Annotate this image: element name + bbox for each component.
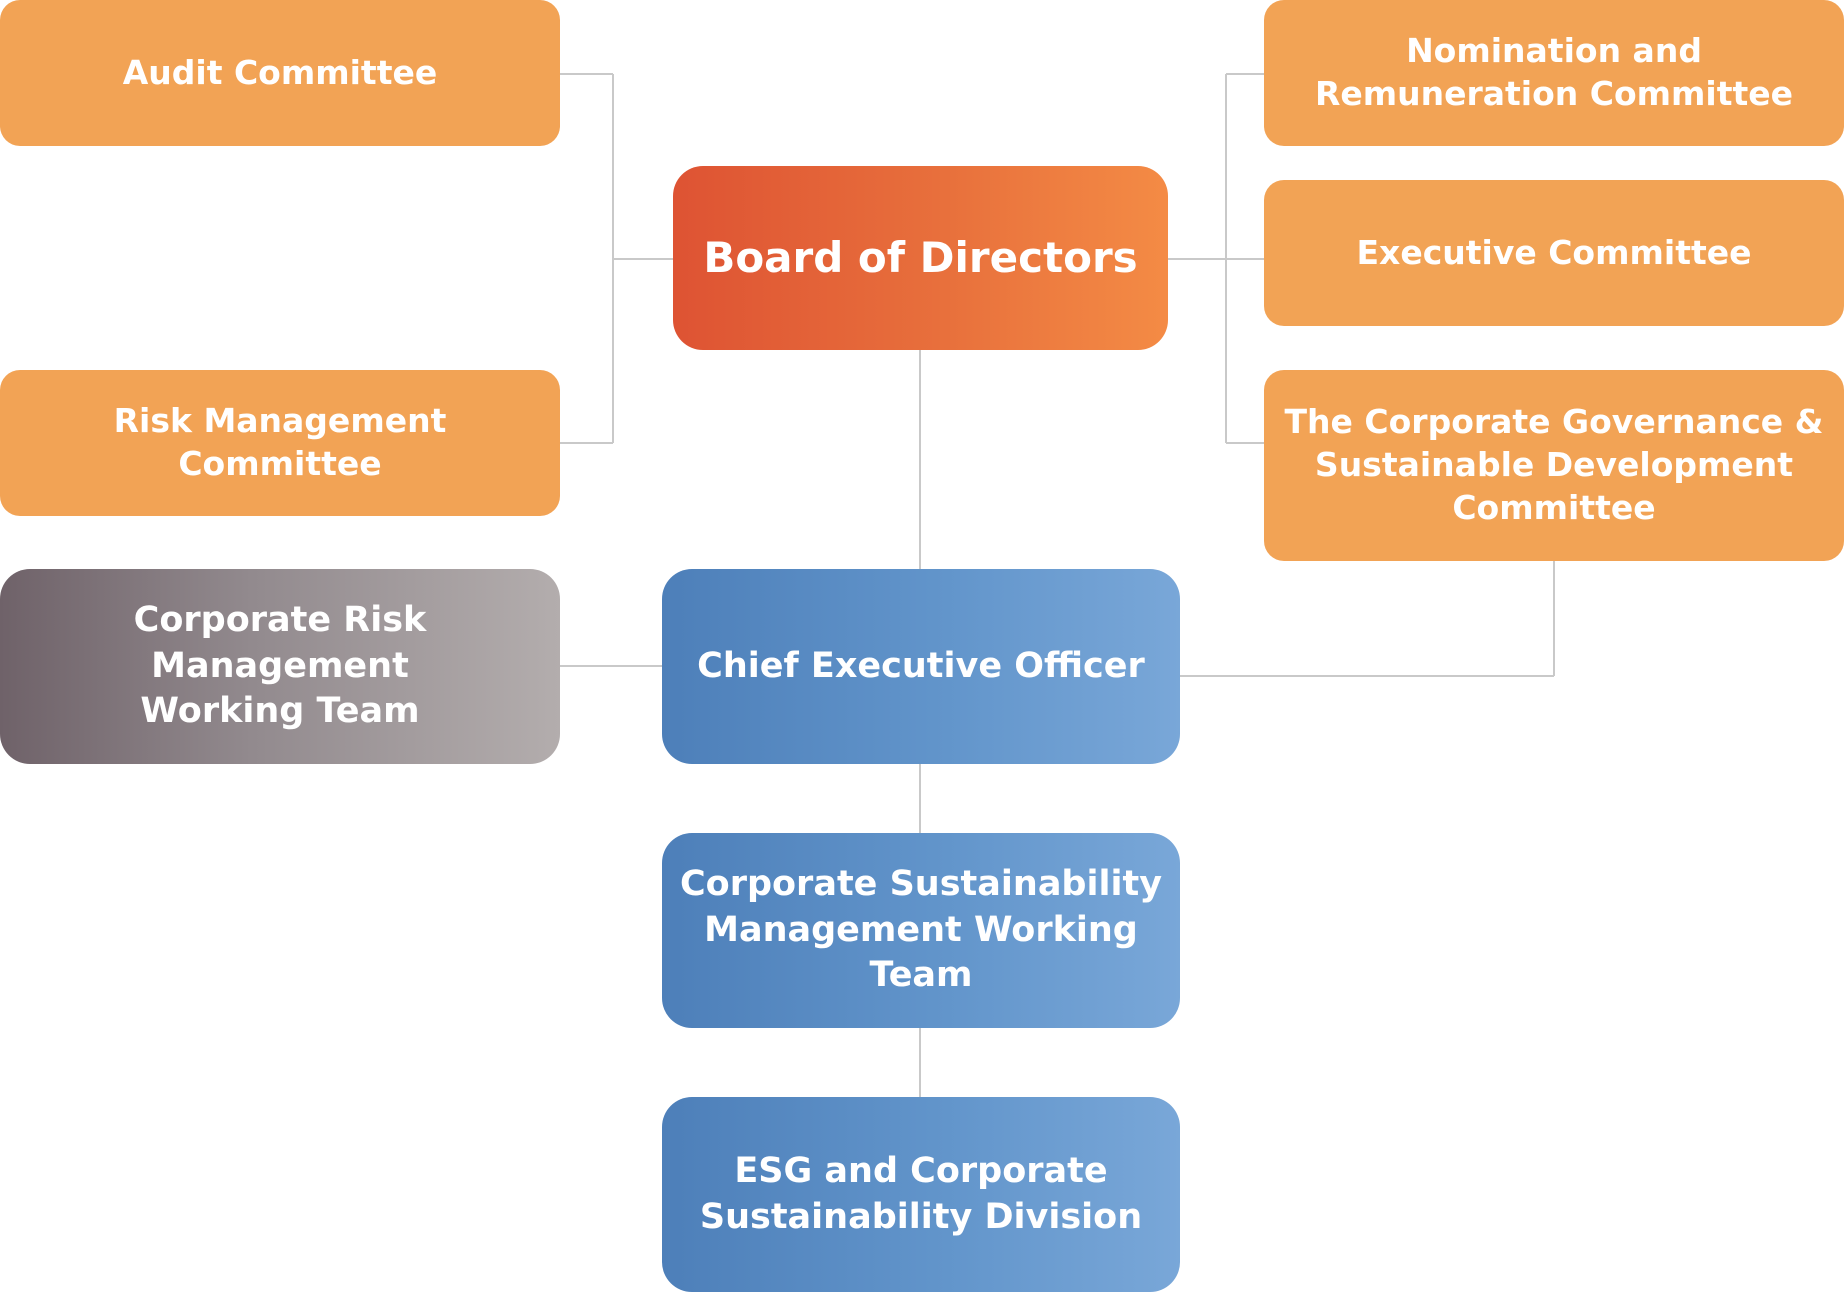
sustainability-working-team-label: Corporate Sustainability Management Work…: [680, 862, 1162, 999]
label-line: The Corporate Governance &: [1284, 402, 1824, 442]
esg-division-box: ESG and Corporate Sustainability Divisio…: [662, 1097, 1180, 1292]
corporate-risk-working-team-label: Corporate Risk Management Working Team: [16, 598, 544, 735]
corporate-risk-working-team-box: Corporate Risk Management Working Team: [0, 569, 560, 764]
audit-committee-label: Audit Committee: [122, 52, 438, 92]
label-line: Sustainability Division: [699, 1196, 1143, 1237]
board-of-directors-box: Board of Directors: [673, 166, 1168, 350]
label-line: Working Team: [140, 691, 420, 732]
nomination-remuneration-committee-box: Nomination and Remuneration Committee: [1264, 0, 1844, 146]
label-line: Corporate Risk Management: [133, 600, 427, 686]
board-of-directors-label: Board of Directors: [703, 232, 1138, 282]
corporate-governance-committee-label: The Corporate Governance & Sustainable D…: [1285, 401, 1824, 530]
label-line: Team: [869, 955, 973, 996]
chief-executive-officer-label: Chief Executive Officer: [697, 645, 1145, 686]
executive-committee-box: Executive Committee: [1264, 180, 1844, 326]
label-line: Committee: [1452, 487, 1656, 527]
esg-division-label: ESG and Corporate Sustainability Divisio…: [700, 1149, 1142, 1240]
chief-executive-officer-box: Chief Executive Officer: [662, 569, 1180, 764]
label-line: ESG and Corporate: [734, 1151, 1108, 1191]
risk-management-committee-box: Risk Management Committee: [0, 370, 560, 516]
risk-management-committee-label: Risk Management Committee: [113, 401, 447, 483]
label-line: Sustainable Development: [1314, 445, 1794, 485]
corporate-governance-committee-box: The Corporate Governance & Sustainable D…: [1264, 370, 1844, 561]
label-line: Remuneration Committee: [1314, 74, 1794, 113]
sustainability-working-team-box: Corporate Sustainability Management Work…: [662, 833, 1180, 1028]
label-line: Management Working: [704, 909, 1138, 950]
label-line: Corporate Sustainability: [679, 864, 1163, 905]
audit-committee-box: Audit Committee: [0, 0, 560, 146]
nomination-remuneration-committee-label: Nomination and Remuneration Committee: [1315, 30, 1793, 116]
executive-committee-label: Executive Committee: [1356, 232, 1752, 272]
label-line: Nomination and: [1406, 31, 1702, 71]
